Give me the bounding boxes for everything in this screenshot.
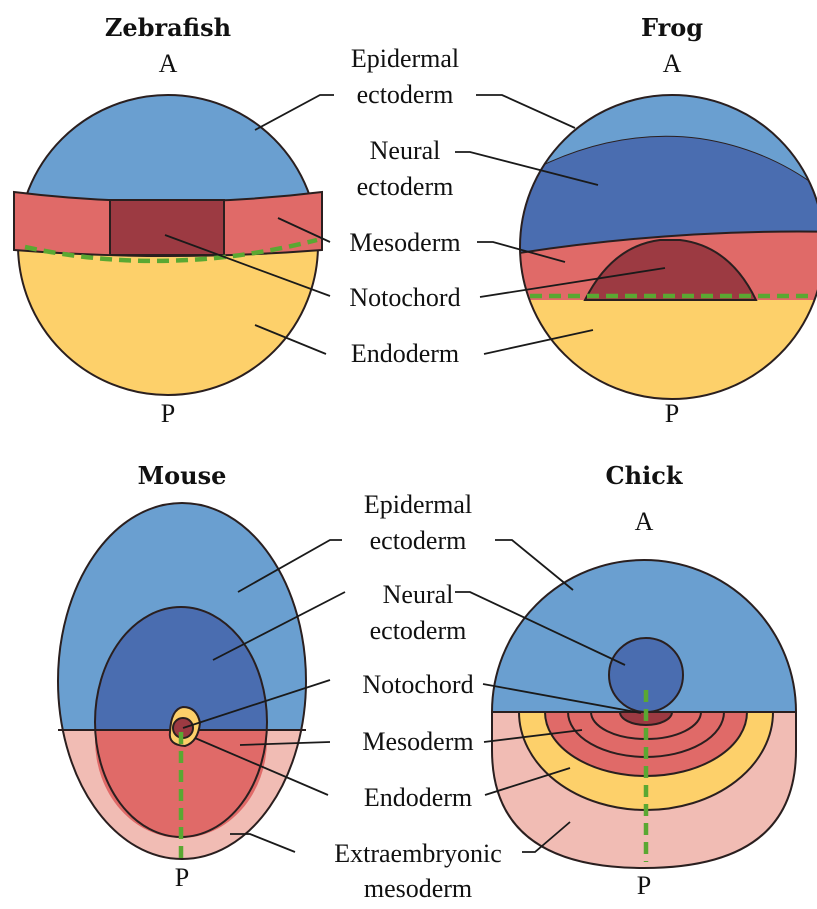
chick-title: Chick — [606, 461, 684, 490]
bottom-label-epidermal-line2: ectoderm — [370, 526, 467, 555]
mouse-panel: Mouse A P — [40, 461, 330, 892]
frog-title: Frog — [641, 13, 703, 42]
top-labels: Epidermal ectoderm Neural ectoderm Mesod… — [349, 44, 460, 368]
bottom-label-neural-line1: Neural — [383, 580, 454, 609]
top-label-notochord: Notochord — [349, 283, 460, 312]
chick-anterior-label: A — [635, 507, 654, 536]
zebrafish-title: Zebrafish — [105, 13, 231, 42]
mouse-title: Mouse — [138, 461, 227, 490]
bottom-label-neural-line2: ectoderm — [370, 616, 467, 645]
bottom-label-extraembryonic-line2: mesoderm — [364, 874, 472, 903]
top-label-mesoderm: Mesoderm — [349, 228, 460, 257]
top-label-endoderm: Endoderm — [351, 339, 459, 368]
frog-panel: Frog A P — [500, 13, 817, 428]
bottom-label-endoderm: Endoderm — [364, 783, 472, 812]
bottom-labels: Epidermal ectoderm Neural ectoderm Notoc… — [334, 490, 502, 903]
chick-posterior-label: P — [637, 871, 651, 900]
top-label-epidermal-line2: ectoderm — [357, 80, 454, 109]
top-label-neural-line1: Neural — [370, 136, 441, 165]
frog-posterior-label: P — [665, 399, 679, 428]
top-label-neural-line2: ectoderm — [357, 172, 454, 201]
bottom-label-notochord: Notochord — [362, 670, 473, 699]
zebrafish-notochord — [110, 200, 224, 255]
bottom-label-extraembryonic-line1: Extraembryonic — [334, 839, 502, 868]
frog-anterior-label: A — [663, 49, 682, 78]
bottom-label-mesoderm: Mesoderm — [362, 727, 473, 756]
zebrafish-posterior-label: P — [161, 399, 175, 428]
mouse-posterior-label: P — [175, 863, 189, 892]
zebrafish-panel: Zebrafish A P — [0, 0, 340, 450]
top-label-epidermal-line1: Epidermal — [351, 44, 459, 73]
chick-panel: Chick A P — [480, 461, 810, 900]
bottom-label-epidermal-line1: Epidermal — [364, 490, 472, 519]
zebrafish-anterior-label: A — [159, 49, 178, 78]
